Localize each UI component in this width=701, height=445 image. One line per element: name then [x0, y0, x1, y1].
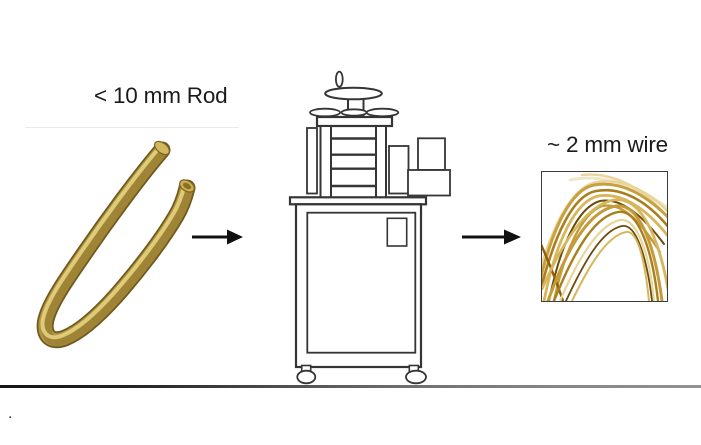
mill-motor-box-top	[417, 137, 446, 171]
mill-right-column	[375, 125, 387, 199]
arrow-right-icon	[462, 229, 521, 245]
arrow-right-icon	[192, 229, 243, 245]
rod-photo-top-edge	[25, 127, 239, 128]
gold-wire-photo	[541, 171, 668, 302]
mill-rollers	[331, 137, 376, 188]
mill-feet	[296, 364, 427, 385]
mill-handwheel	[324, 86, 383, 101]
mill-crank-knob	[334, 70, 344, 88]
rod-cut-end-top	[154, 140, 170, 156]
mill-left-housing	[306, 127, 318, 195]
rolling-mill-illustration	[288, 70, 451, 385]
rod-label: < 10 mm Rod	[94, 83, 228, 108]
ground-line	[0, 385, 701, 388]
mill-cap-ellipses	[309, 107, 400, 118]
mill-left-column	[319, 125, 332, 199]
gold-wire-illustration	[542, 173, 667, 301]
rod-cut-end-inner	[179, 179, 195, 193]
wire-label: ~ 2 mm wire	[547, 132, 668, 157]
footnote-dot: .	[8, 405, 13, 422]
brass-rod-illustration	[36, 140, 196, 349]
mill-motor-box-bottom	[407, 169, 451, 197]
mill-side-attachment	[388, 145, 410, 195]
mill-cabinet-switch	[386, 217, 408, 247]
brass-rod-photo	[36, 140, 196, 349]
mill-top-plate	[315, 115, 394, 128]
